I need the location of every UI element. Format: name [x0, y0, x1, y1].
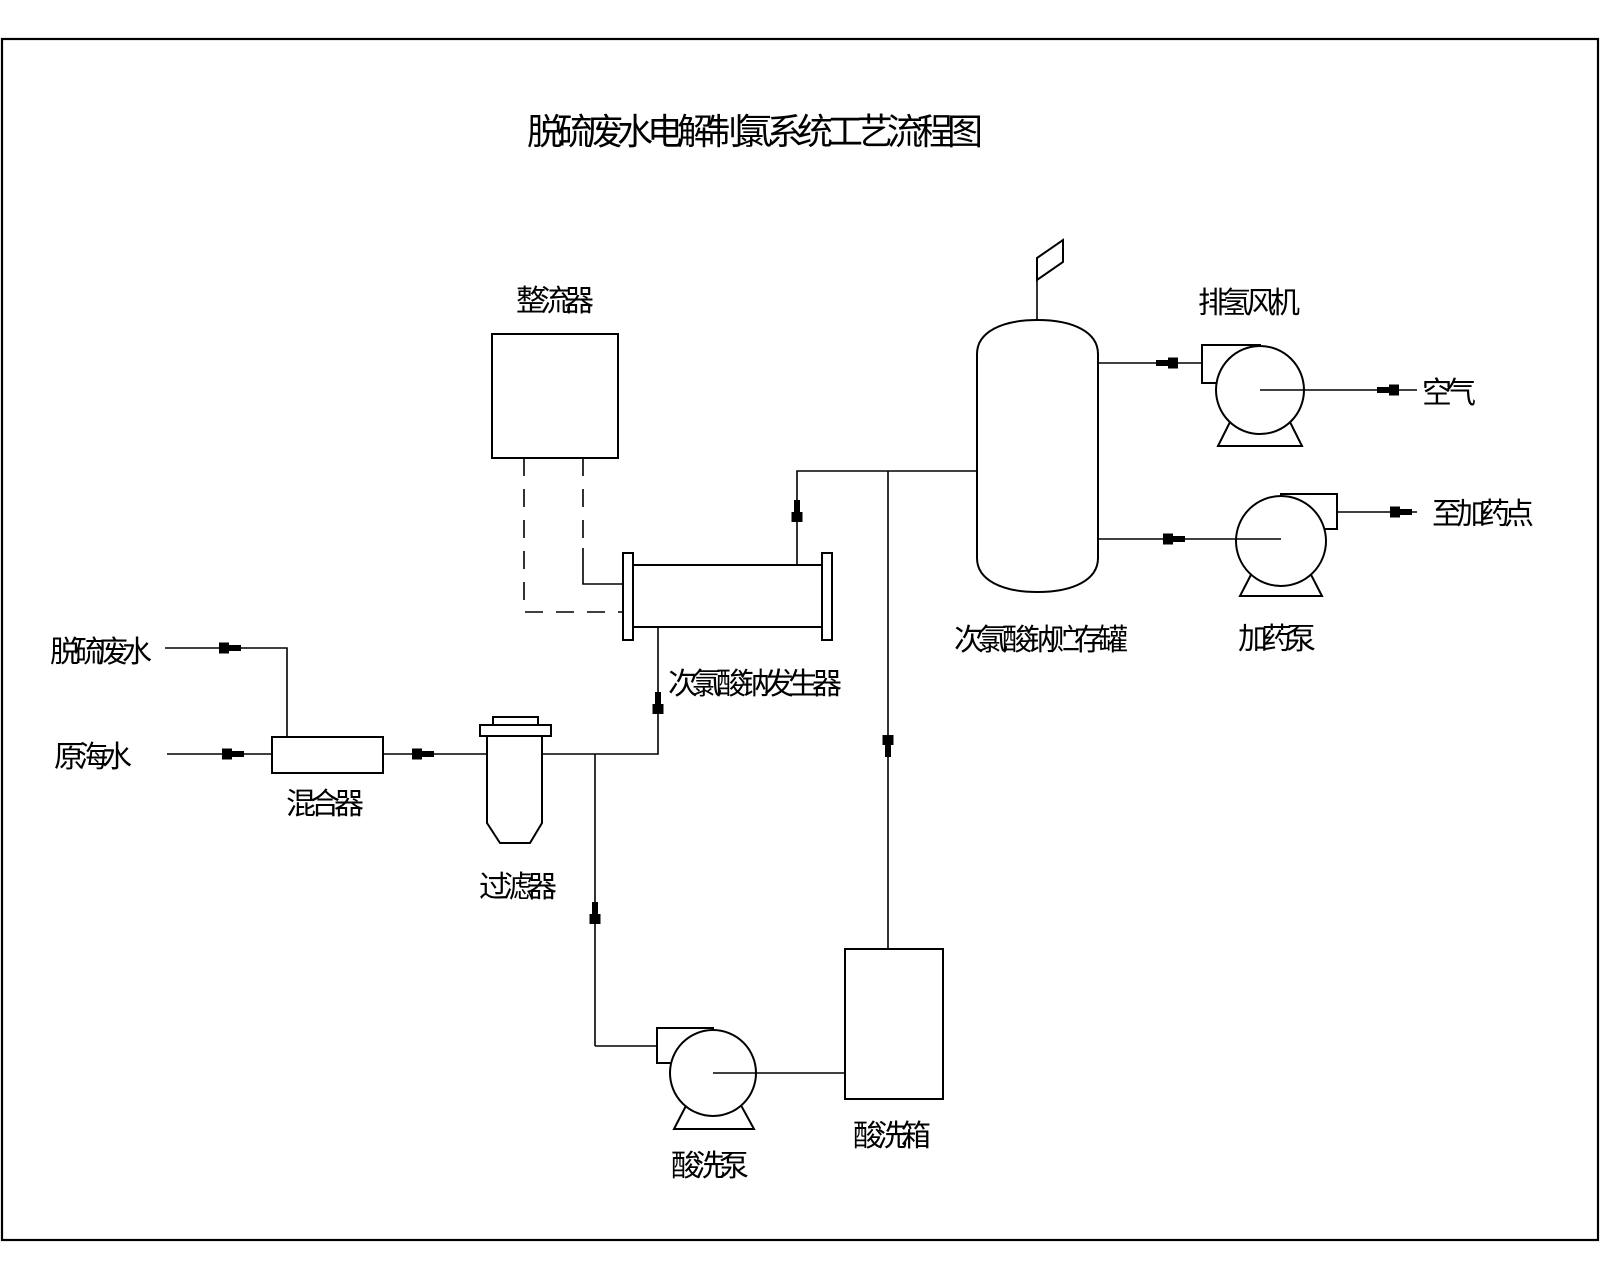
mixer: 混合器: [271, 736, 384, 822]
vent-flag-icon: [1036, 238, 1064, 282]
filter-flange: [479, 724, 552, 737]
filter-body: [486, 735, 543, 844]
acid-wash-tank: 酸洗箱: [844, 948, 944, 1154]
mixer-body: [271, 736, 384, 774]
generator-label: 次氯酸钠发生器: [668, 667, 842, 702]
acid-pump-label: 酸洗泵: [671, 1149, 748, 1184]
storage-tank-label: 次氯酸钠贮存罐: [954, 623, 1127, 658]
stream-raw-seawater: 原海水: [54, 740, 272, 775]
acid-wash-pump: 酸洗泵: [595, 1027, 845, 1184]
flow-arrow-left-icon: [1156, 357, 1178, 369]
filter: 过滤器: [479, 716, 563, 905]
flow-arrow-up-icon: [791, 500, 803, 522]
generator-left-flange: [622, 552, 634, 641]
raw-seawater-label: 原海水: [54, 740, 132, 775]
storage-tank: 次氯酸钠贮存罐: [954, 238, 1133, 658]
flow-arrow-right-icon: [1390, 506, 1412, 518]
storage-tank-body: [976, 318, 1099, 594]
rectifier-cable: [582, 548, 623, 585]
flow-arrow-left-icon: [1377, 384, 1399, 396]
fgd-wastewater-label: 脱硫废水: [50, 635, 152, 670]
mixer-label: 混合器: [286, 787, 364, 822]
flow-arrow-right-icon: [219, 642, 241, 654]
filter-label: 过滤器: [479, 870, 557, 905]
acid-tank-body: [844, 948, 944, 1100]
diagram-title: 脱硫废水电解制氯系统工艺流程图: [527, 112, 980, 153]
rectifier-label: 整流器: [516, 284, 594, 319]
acid-tank-label: 酸洗箱: [853, 1119, 930, 1154]
flow-arrow-right-icon: [1163, 533, 1185, 545]
flow-arrow-up-icon: [589, 902, 601, 924]
rectifier-cable-dashed: [523, 458, 623, 613]
flow-arrow-down-icon: [882, 735, 894, 757]
stream-fgd-wastewater: 脱硫废水: [50, 635, 288, 737]
generator-right-flange: [821, 552, 833, 641]
drawing-border: [0, 37, 1600, 1242]
filter-to-generator-pipe: [542, 627, 659, 755]
hydrogen-fan: 排氢风机: [1198, 286, 1417, 447]
rectifier-box: [491, 333, 619, 459]
flow-arrow-right-icon: [222, 748, 244, 760]
hypochlorite-generator: 次氯酸钠发生器: [622, 552, 848, 702]
air-label: 空气: [1422, 376, 1475, 411]
dosing-pump: 加药泵: [1098, 493, 1417, 657]
flow-arrow-up-icon: [652, 692, 664, 714]
dosing-pump-label: 加药泵: [1238, 622, 1315, 657]
flow-arrow-right-icon: [412, 748, 434, 760]
generator-to-tank-pipe: [796, 470, 977, 565]
rectifier: 整流器: [491, 284, 623, 613]
generator-body: [632, 564, 823, 628]
hydrogen-fan-label: 排氢风机: [1198, 286, 1300, 321]
to-dosing-point-label: 至加药点: [1432, 497, 1533, 532]
fgd-wastewater-pipe: [165, 647, 288, 737]
dosing-pump-circle: [1235, 495, 1327, 587]
